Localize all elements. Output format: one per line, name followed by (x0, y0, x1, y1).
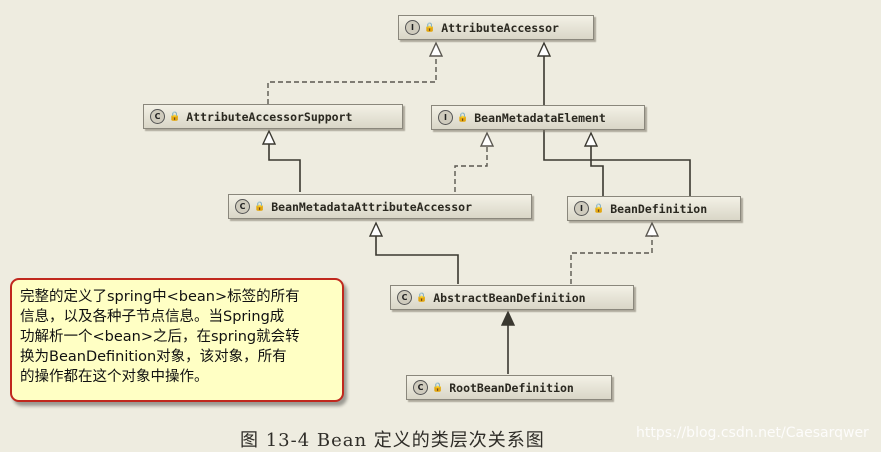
lock-icon: 🔒 (254, 201, 266, 212)
note-line: 的操作都在这个对象中操作。 (20, 369, 209, 385)
edge-beandefinition-to-element (590, 146, 604, 196)
lock-icon: 🔒 (457, 112, 469, 123)
edge-bmaa-to-element (454, 146, 488, 192)
edge-abstract-to-beandefinition (570, 236, 653, 284)
class-icon: C (150, 109, 165, 124)
node-bean-metadata-element: I 🔒 BeanMetadataElement (431, 105, 645, 130)
arrowhead-support (261, 129, 277, 145)
edge-bmaa-to-support (268, 144, 301, 192)
annotation-note: 完整的定义了spring中<bean>标签的所有 信息，以及各种子节点信息。当S… (10, 278, 344, 402)
watermark: https://blog.csdn.net/Caesarqwer (636, 425, 869, 441)
class-icon: C (397, 290, 412, 305)
lock-icon: 🔒 (432, 382, 444, 393)
arrowhead-beandefinition-dashed (644, 221, 660, 237)
arrowhead-abstract (500, 310, 516, 326)
node-bean-metadata-attribute-accessor: C 🔒 BeanMetadataAttributeAccessor (228, 194, 532, 219)
figure-caption: 图 13-4 Bean 定义的类层次关系图 (240, 430, 545, 451)
note-line: 信息，以及各种子节点信息。当Spring成 (20, 309, 285, 325)
node-label: BeanMetadataElement (474, 110, 606, 125)
node-root-bean-definition: C 🔒 RootBeanDefinition (406, 375, 612, 400)
node-attribute-accessor: I 🔒 AttributeAccessor (398, 15, 594, 40)
arrowhead-accessor-solid (536, 41, 552, 57)
node-label: RootBeanDefinition (449, 380, 574, 395)
class-icon: C (413, 380, 428, 395)
note-line: 换为BeanDefinition对象，该对象，所有 (20, 349, 287, 365)
node-attribute-accessor-support: C 🔒 AttributeAccessorSupport (143, 104, 403, 129)
note-line: 完整的定义了spring中<bean>标签的所有 (20, 289, 300, 305)
node-label: BeanDefinition (610, 201, 708, 216)
lock-icon: 🔒 (593, 203, 605, 214)
lock-icon: 🔒 (416, 292, 428, 303)
node-label: AttributeAccessorSupport (186, 109, 353, 124)
node-abstract-bean-definition: C 🔒 AbstractBeanDefinition (390, 285, 634, 310)
interface-icon: I (574, 201, 589, 216)
arrowhead-element-solid (583, 131, 599, 147)
class-icon: C (235, 199, 250, 214)
edge-abstract-to-bmaa (375, 236, 459, 284)
lock-icon: 🔒 (169, 111, 181, 122)
node-bean-definition: I 🔒 BeanDefinition (567, 196, 741, 221)
node-label: AbstractBeanDefinition (433, 290, 586, 305)
arrowhead-accessor-dashed (428, 41, 444, 57)
node-label: AttributeAccessor (441, 20, 559, 35)
arrowhead-element-dashed (479, 131, 495, 147)
note-line: 功解析一个<bean>之后，在spring就会转 (20, 329, 300, 345)
node-label: BeanMetadataAttributeAccessor (271, 199, 473, 214)
interface-icon: I (438, 110, 453, 125)
lock-icon: 🔒 (424, 22, 436, 33)
arrowhead-bmaa (368, 221, 384, 237)
interface-icon: I (405, 20, 420, 35)
edge-support-to-accessor (267, 56, 437, 104)
